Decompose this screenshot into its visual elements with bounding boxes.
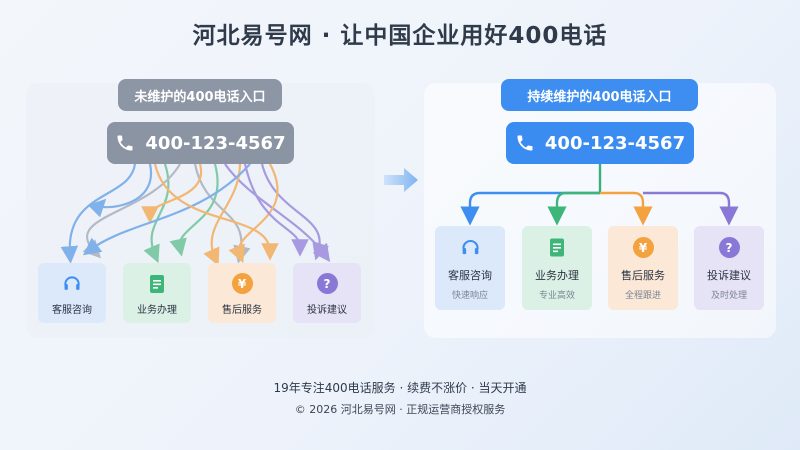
card-subtitle: 专业高效: [538, 291, 575, 301]
left-phone-number: 400-123-4567: [145, 132, 286, 154]
footer-tagline: 19年专注400电话服务 · 续费不涨价 · 当天开通: [273, 381, 527, 395]
headset-icon: [460, 237, 481, 258]
card-label: 售后服务: [621, 269, 665, 282]
yen-icon: ¥: [632, 237, 654, 258]
right-phone-number: 400-123-4567: [544, 132, 686, 154]
question-icon: ?: [316, 273, 338, 294]
card-label: 客服咨询: [52, 305, 92, 316]
left-card-after-sales: ¥ 售后服务: [208, 263, 276, 323]
unmaintained-label: 未维护的400电话入口: [118, 79, 282, 111]
card-label: 业务办理: [137, 305, 177, 316]
headset-icon: [62, 273, 83, 294]
phone-icon: [117, 135, 133, 151]
document-icon: [547, 237, 568, 258]
card-label: 业务办理: [535, 269, 579, 282]
transition-arrow-icon: [384, 168, 418, 192]
card-label: 投诉建议: [707, 269, 751, 282]
right-phone-box: 400-123-4567: [506, 122, 694, 164]
card-subtitle: 全程跟进: [624, 291, 661, 301]
right-card-after-sales: ¥ 售后服务 全程跟进: [608, 226, 678, 310]
card-label: 售后服务: [222, 305, 262, 316]
yen-icon: ¥: [231, 273, 253, 294]
card-label: 客服咨询: [448, 269, 492, 282]
document-icon: [147, 273, 168, 294]
right-card-customer-service: 客服咨询 快速响应: [435, 226, 505, 310]
left-card-customer-service: 客服咨询: [38, 263, 106, 323]
left-card-business: 业务办理: [123, 263, 191, 323]
maintained-label: 持续维护的400电话入口: [501, 79, 698, 111]
right-card-business: 业务办理 专业高效: [522, 226, 592, 310]
card-subtitle: 快速响应: [451, 291, 488, 301]
page-title: 河北易号网 · 让中国企业用好400电话: [192, 23, 608, 49]
left-card-complaint: ? 投诉建议: [293, 263, 361, 323]
card-label: 投诉建议: [307, 305, 347, 316]
phone-icon: [517, 135, 533, 151]
right-card-complaint: ? 投诉建议 及时处理: [694, 226, 764, 310]
question-icon: ?: [718, 237, 740, 258]
card-subtitle: 及时处理: [710, 291, 747, 301]
left-phone-box: 400-123-4567: [107, 122, 294, 164]
footer-copyright: © 2026 河北易号网 · 正规运营商授权服务: [294, 403, 506, 416]
